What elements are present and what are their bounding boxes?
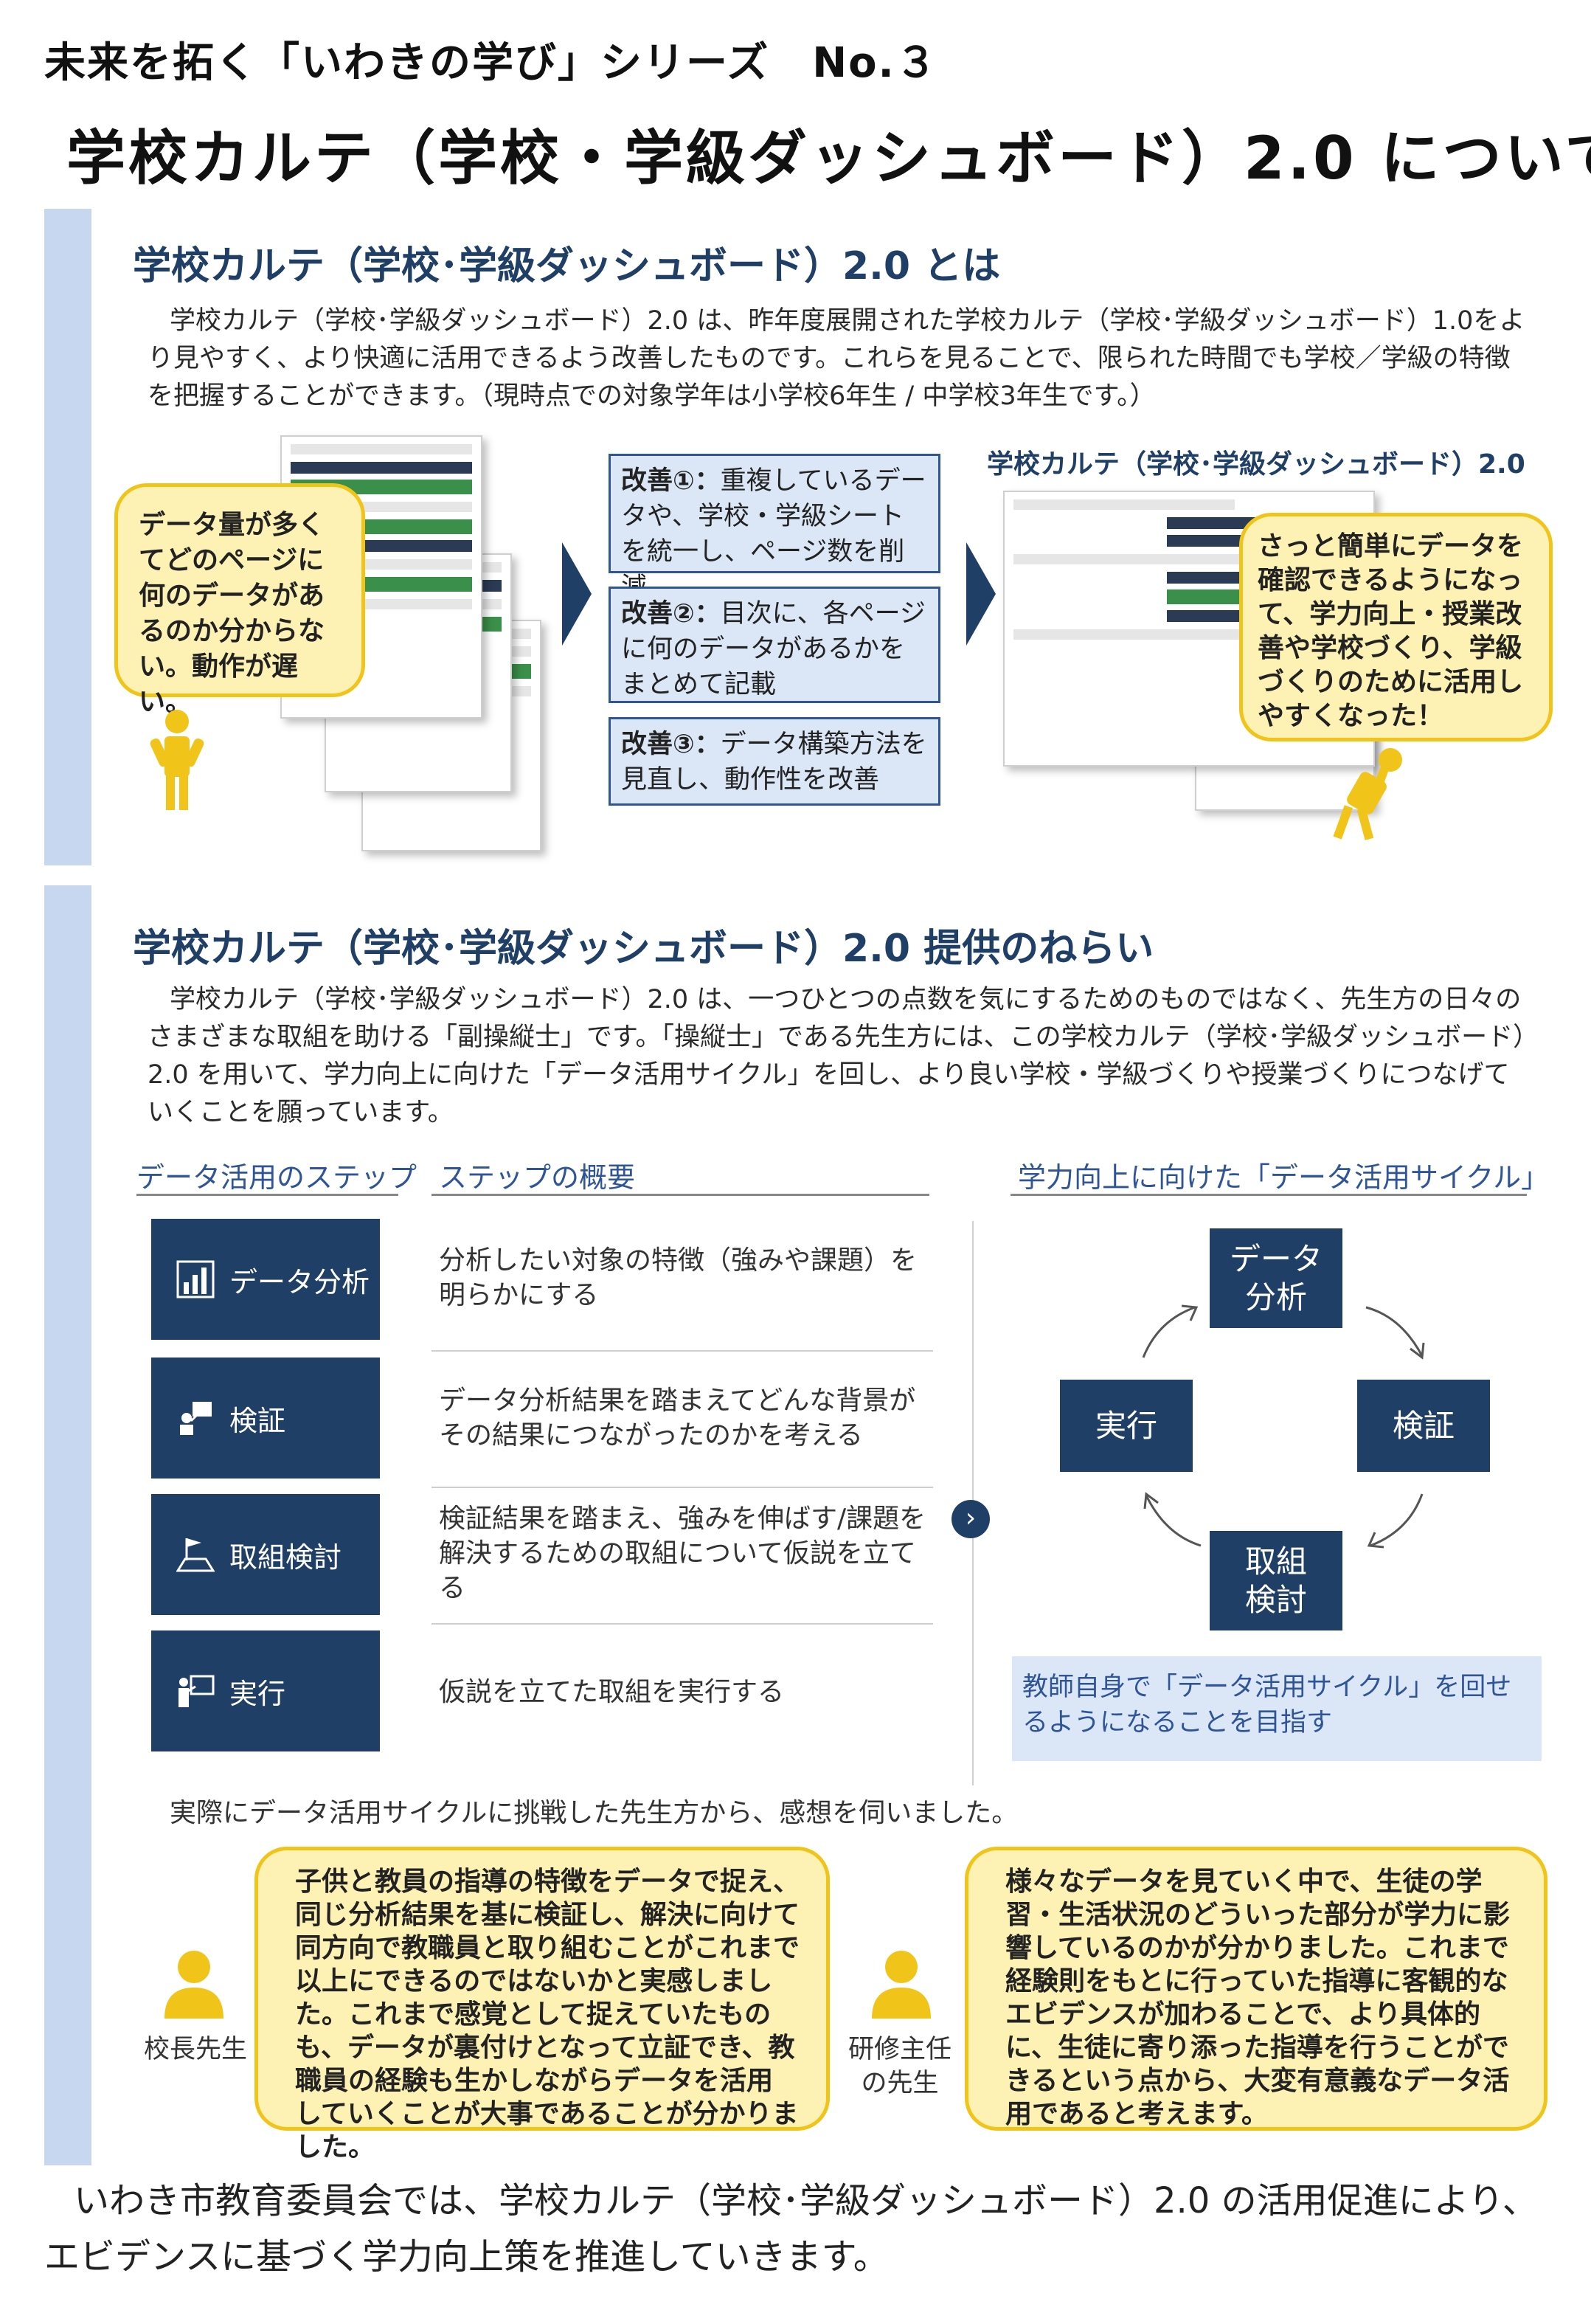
arrow-right-icon	[562, 542, 592, 646]
goal-box: 教師自身で「データ活用サイクル」を回せるようになることを目指す	[1012, 1656, 1542, 1761]
step-verification: 検証	[151, 1358, 380, 1479]
section2-body: 学校カルテ（学校･学級ダッシュボード）2.0 は、一つひとつの点数を気にするため…	[148, 985, 1526, 1127]
page-title: 学校カルテ（学校・学級ダッシュボード）2.0 について	[66, 124, 1591, 193]
principal-label: 校長先生	[143, 2035, 247, 2064]
column-heading-steps: データ活用のステップ	[136, 1161, 417, 1194]
cycle-initiative-review: 取組 検討	[1210, 1531, 1342, 1630]
cycle-arrow-icon	[1365, 1306, 1425, 1360]
cycle-arrow-icon	[1143, 1492, 1202, 1547]
arrow-right-icon	[966, 542, 996, 646]
principal-comment-text: 子供と教員の指導の特徴をデータで捉え、同じ分析結果を基に検証し、解決に向けて同方…	[295, 1867, 800, 2162]
section2-side-bar	[44, 885, 91, 2165]
cycle-verification: 検証	[1357, 1380, 1490, 1472]
column-heading-summary: ステップの概要	[439, 1161, 636, 1194]
step-execution: 実行	[151, 1630, 380, 1751]
improvement-2: 改善②：目次に、各ページに何のデータがあるかをまとめて記載	[609, 587, 940, 703]
after-label: 学校カルテ（学校･学級ダッシュボード）2.0	[987, 449, 1525, 480]
footer-text: いわき市教育委員会では、学校カルテ（学校･学級ダッシュボード）2.0 の活用促進…	[44, 2180, 1538, 2278]
cycle-execution: 実行	[1060, 1380, 1193, 1472]
confused-person-icon	[150, 710, 204, 810]
series-title: 未来を拓く「いわきの学び」シリーズ No.３	[44, 39, 938, 87]
column-heading-cycle: 学力向上に向けた「データ活用サイクル」	[1018, 1161, 1550, 1194]
bubble-after-text: さっと簡単にデータを確認できるようになって、学力向上・授業改善や学校づくり、学級…	[1258, 531, 1524, 731]
section1-body: 学校カルテ（学校･学級ダッシュボード）2.0 は、昨年度展開された学校カルテ（学…	[148, 306, 1525, 411]
improvement-2-text: 目次に、各ページに何のデータがあるかをまとめて記載	[621, 599, 926, 699]
step-data-analysis: データ分析	[151, 1219, 380, 1340]
improvement-3-label: 改善③：	[621, 730, 721, 759]
step-label: 取組検討	[229, 1540, 342, 1574]
bar-chart-icon	[176, 1260, 215, 1298]
presenter-icon	[176, 1399, 215, 1437]
cycle-data-analysis: データ 分析	[1210, 1228, 1342, 1328]
improvement-1: 改善①：重複しているデータや、学校・学級シートを統一し、ページ数を削減	[609, 454, 940, 602]
divider	[431, 1487, 933, 1488]
training-chief-comment-text: 様々なデータを見ていく中で、生徒の学習・生活状況のどういった部分が学力に影響して…	[1005, 1867, 1511, 2129]
circle-arrow-icon: ›	[952, 1500, 990, 1538]
step-description: 仮説を立てた取組を実行する	[439, 1677, 785, 1707]
teacher-board-icon	[176, 1672, 215, 1710]
section2-heading: 学校カルテ（学校･学級ダッシュボード）2.0 提供のねらい	[133, 927, 1154, 971]
step-description: 検証結果を踏まえ、強みを伸ばす/課題を解決するための取組について仮説を立てる	[439, 1504, 926, 1603]
step-description: 分析したい対象の特徴（強みや課題）を明らかにする	[439, 1245, 918, 1310]
cycle-arrow-icon	[1367, 1493, 1424, 1549]
step-label: データ分析	[229, 1265, 370, 1298]
step-label: 検証	[229, 1404, 286, 1437]
step-initiative-review: 取組検討	[151, 1494, 380, 1615]
speech-bubble-after: さっと簡単にデータを確認できるようになって、学力向上・授業改善や学校づくり、学級…	[1239, 513, 1553, 741]
divider	[431, 1350, 933, 1352]
step-label: 実行	[229, 1677, 286, 1710]
training-chief-label: 研修主任 の先生	[848, 2035, 952, 2098]
training-chief-comment: 様々なデータを見ていく中で、生徒の学習・生活状況のどういった部分が学力に影響して…	[965, 1847, 1547, 2131]
improvement-1-label: 改善①：	[621, 466, 721, 496]
bubble-before-text: データ量が多くてどのページに何のデータがあるのか分からない。動作が遅い。	[139, 510, 325, 717]
person-icon	[872, 1951, 931, 2019]
person-icon	[164, 1951, 223, 2019]
step-description: データ分析結果を踏まえてどんな背景がその結果につながったのかを考える	[439, 1386, 916, 1450]
divider	[1011, 1194, 1527, 1196]
divider	[431, 1194, 929, 1196]
section1-heading: 学校カルテ（学校･学級ダッシュボード）2.0 とは	[133, 244, 1001, 288]
improvement-2-label: 改善②：	[621, 599, 721, 629]
happy-person-icon	[1333, 748, 1402, 840]
cycle-arrow-icon	[1142, 1304, 1199, 1358]
speech-bubble-before: データ量が多くてどのページに何のデータがあるのか分からない。動作が遅い。	[114, 483, 365, 717]
divider	[431, 1623, 933, 1625]
section1-side-bar	[44, 209, 91, 865]
improvement-3: 改善③：データ構築方法を見直し、動作性を改善	[609, 717, 940, 806]
map-flag-icon	[176, 1535, 215, 1574]
improvement-1-text: 重複しているデータや、学校・学級シートを統一し、ページ数を削減	[621, 466, 926, 602]
feedback-intro: 実際にデータ活用サイクルに挑戦した先生方から、感想を伺いました。	[170, 1798, 1019, 1828]
improvement-3-text: データ構築方法を見直し、動作性を改善	[621, 730, 927, 795]
divider	[136, 1194, 398, 1196]
principal-comment: 子供と教員の指導の特徴をデータで捉え、同じ分析結果を基に検証し、解決に向けて同方…	[254, 1847, 830, 2162]
